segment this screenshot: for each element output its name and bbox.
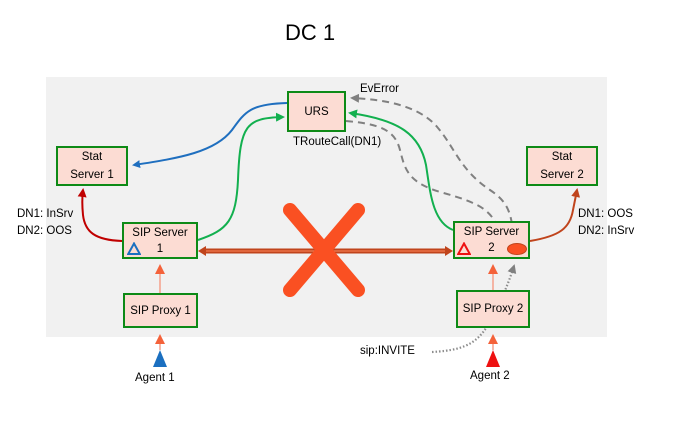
ev-error-label: EvError	[360, 83, 399, 95]
troute-call-link	[345, 120, 503, 236]
left-dn1-status: DN1: InSrv	[17, 208, 74, 220]
alarm-triangle-icon	[457, 242, 471, 255]
stat-server-2-label-line2: Server 2	[540, 169, 584, 181]
stat-server-2-node[interactable]: Stat Server 2	[526, 146, 598, 186]
urs-label: URS	[304, 105, 329, 118]
sip-proxy-2-label: SIP Proxy 2	[462, 303, 524, 315]
sip-proxy-1-node[interactable]: SIP Proxy 1	[123, 293, 198, 328]
sip-server-2-to-stat-server-2-link	[529, 188, 581, 242]
left-dn2-status: DN2: OOS	[17, 225, 72, 237]
sip-server-1-node[interactable]: SIP Server 1	[122, 222, 198, 259]
right-dn1-status: DN1: OOS	[578, 208, 633, 220]
agent-2-icon	[486, 350, 500, 367]
sip-server-1-label: SIP Server	[132, 227, 188, 239]
agent-2-label: Agent 2	[470, 370, 510, 382]
urs-node[interactable]: URS	[287, 91, 346, 132]
sip-server-2-node[interactable]: SIP Server 2	[453, 221, 530, 259]
agent-1-icon	[153, 350, 167, 367]
diagram-title: DC 1	[284, 20, 336, 45]
sip-proxy-1-label: SIP Proxy 1	[130, 304, 191, 317]
right-dn2-status: DN2: InSrv	[578, 225, 635, 237]
call-ellipse-icon	[507, 243, 527, 255]
sip-invite-link	[431, 264, 517, 354]
peer-link-right-arrowhead	[445, 246, 453, 256]
link-failure-x-icon	[283, 203, 365, 297]
peer-link-left-arrowhead	[198, 246, 206, 256]
sip-server-2-to-urs-link	[348, 109, 454, 231]
sip-server-1-to-urs-link	[197, 112, 285, 241]
sip-server-1-number: 1	[156, 243, 164, 255]
sip-invite-label: sip:INVITE	[360, 345, 415, 357]
standby-triangle-icon	[127, 242, 141, 255]
stat-server-2-label-line1: Stat	[551, 151, 573, 163]
sip-server-2-label: SIP Server	[463, 226, 520, 238]
sip-server-1-to-stat-server-1-link	[77, 188, 123, 242]
sip-server-2-number: 2	[488, 242, 495, 254]
stat-server-1-label-line1: Stat	[81, 151, 103, 163]
sip-proxy-2-node[interactable]: SIP Proxy 2	[456, 290, 530, 328]
agent-1-label: Agent 1	[135, 372, 175, 384]
stat-server-1-label-line2: Server 1	[70, 169, 114, 181]
urs-to-stat-server-1-link	[132, 102, 288, 169]
stat-server-1-node[interactable]: Stat Server 1	[56, 146, 128, 186]
troute-call-label: TRouteCall(DN1)	[293, 136, 382, 148]
